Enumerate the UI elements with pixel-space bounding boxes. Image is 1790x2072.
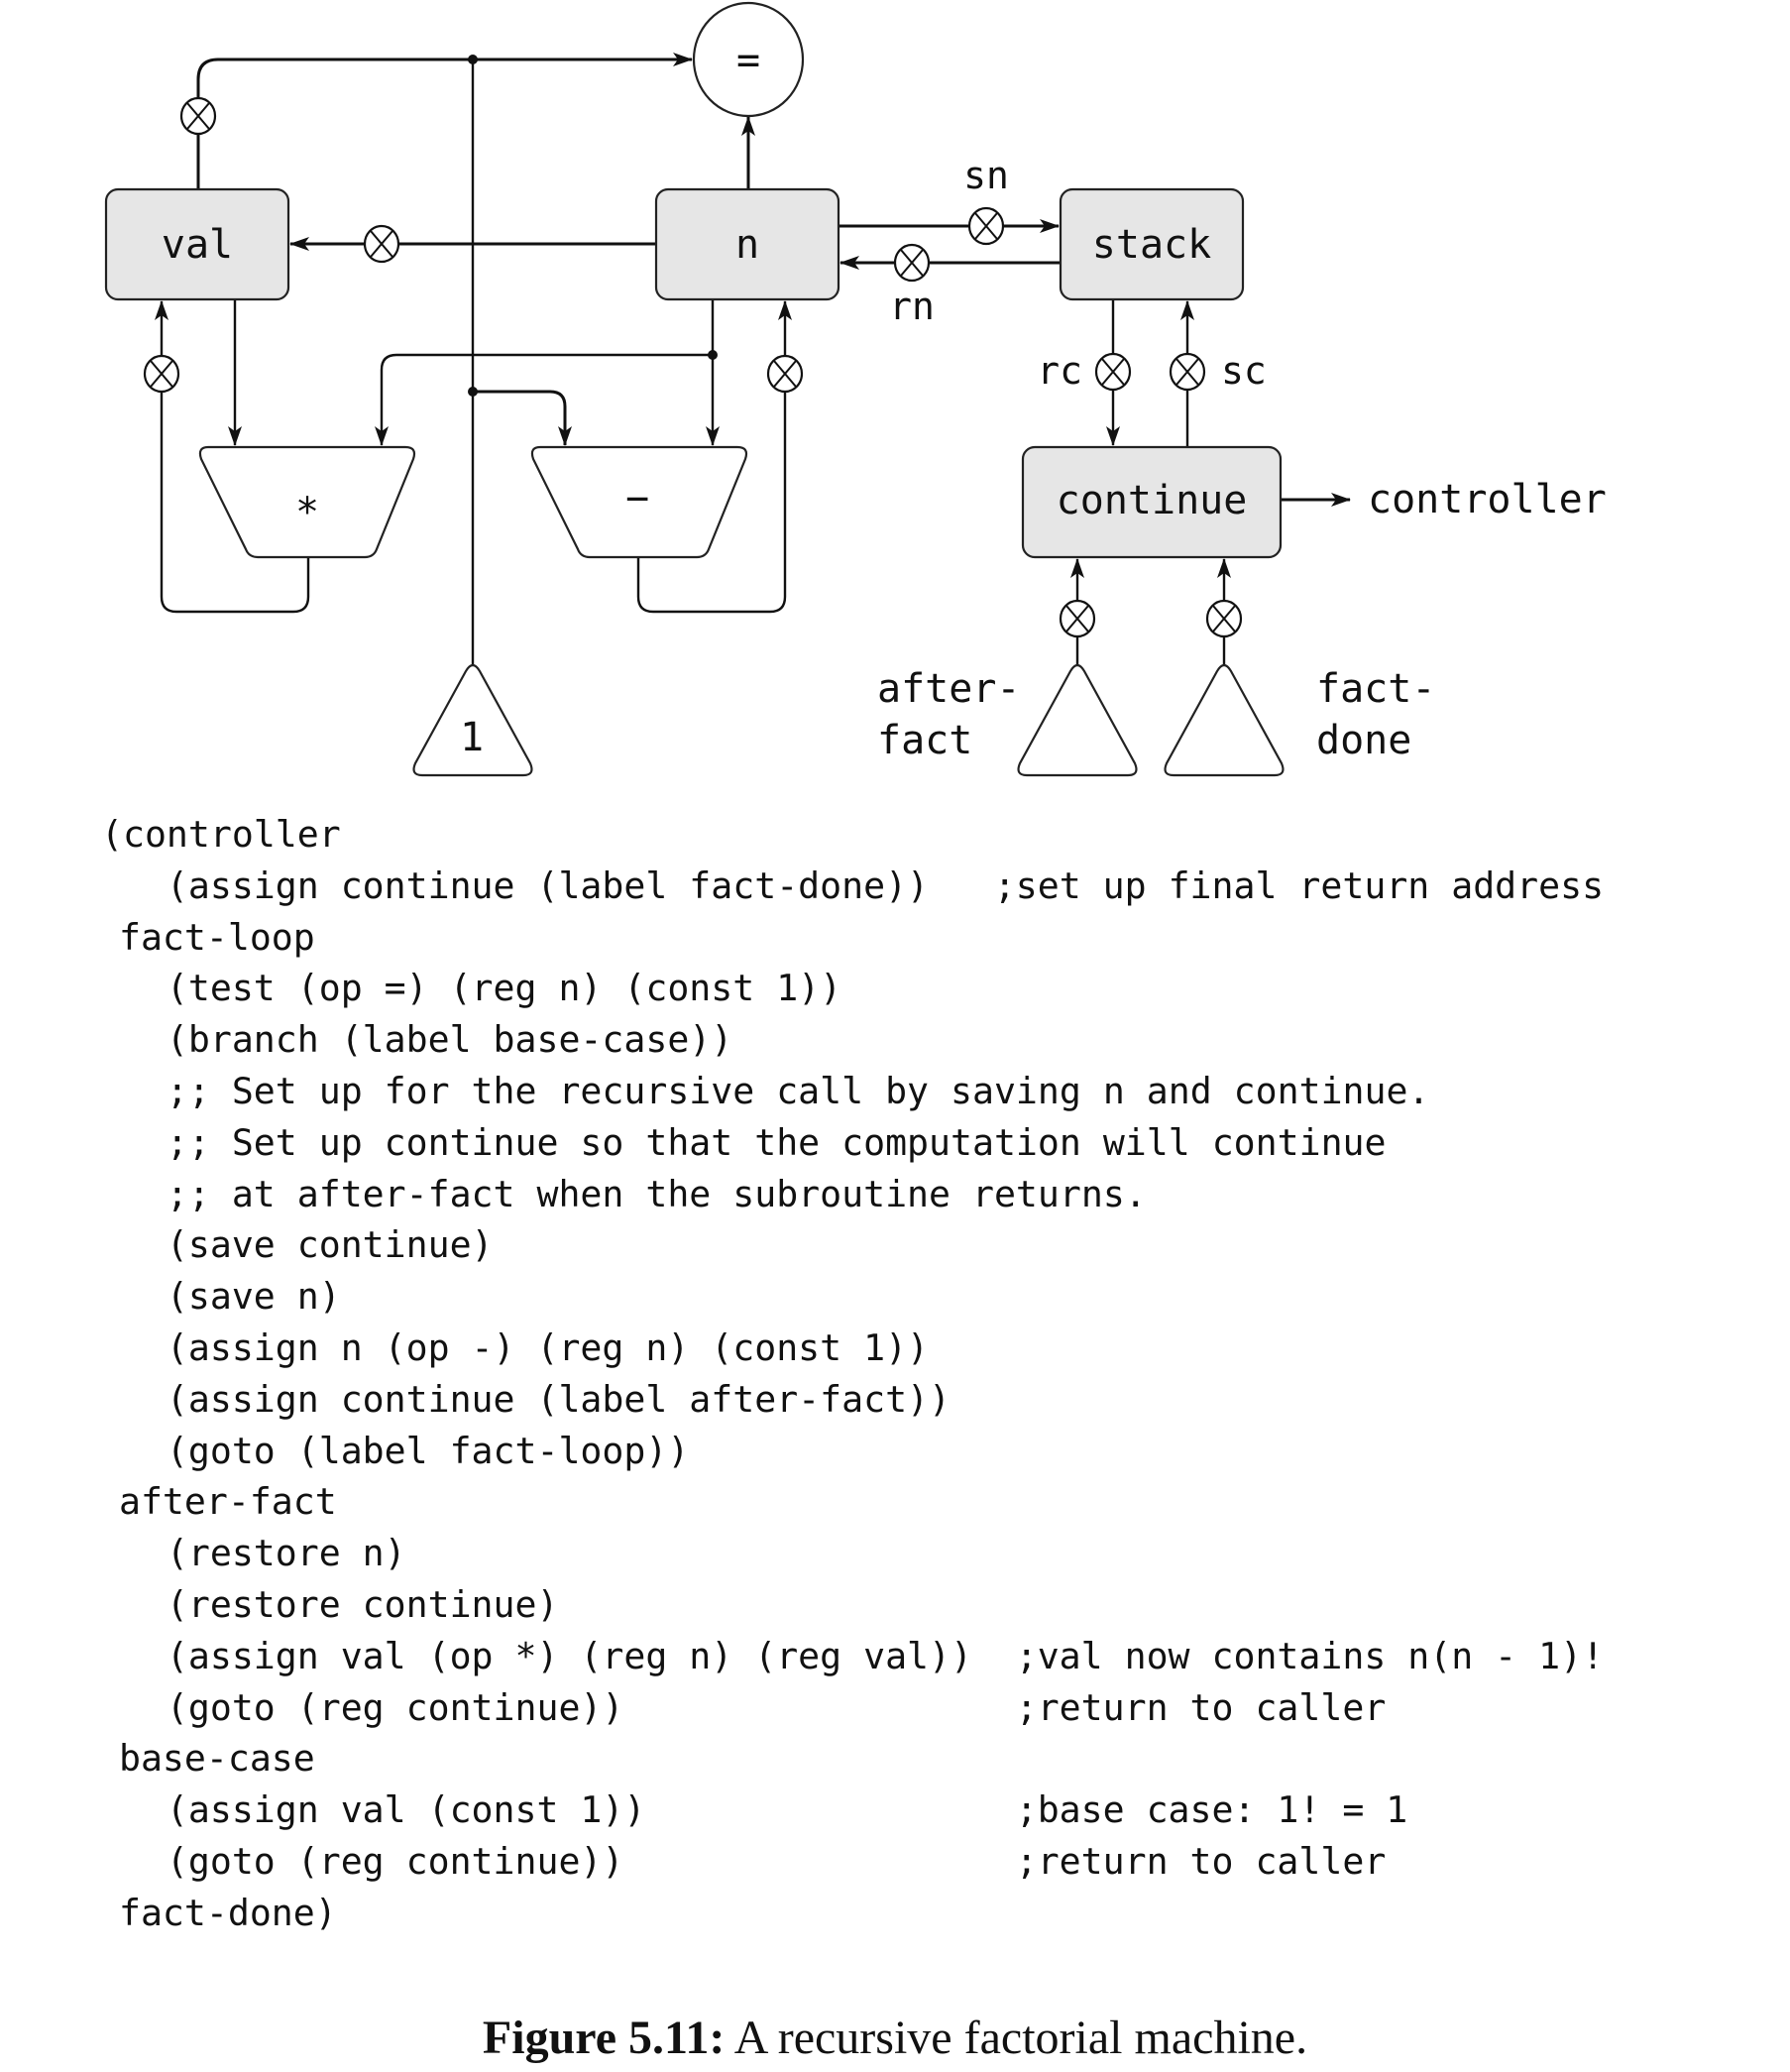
code-text: (branch (label base-case)) — [166, 1018, 733, 1062]
constant-fact-done — [1164, 663, 1285, 777]
code-text: fact-done) — [118, 1891, 337, 1934]
constant-after-fact — [1017, 663, 1138, 777]
button-rn-label: rn — [889, 285, 935, 328]
code-comment: ;return to caller — [1015, 1840, 1387, 1883]
constant-one-label: 1 — [460, 715, 484, 760]
register-n — [654, 187, 840, 301]
multiply-label: * — [295, 490, 319, 535]
button-sn[interactable] — [967, 206, 1005, 246]
button-assign-continue-fact-done[interactable] — [1205, 599, 1243, 638]
register-stack-label: stack — [1092, 222, 1211, 268]
button-rn[interactable] — [893, 243, 931, 283]
factorial-machine-diagram: = val n stack continue * − 1 after- fact… — [104, 1, 1607, 777]
code-text: ;; at after-fact when the subroutine ret… — [166, 1172, 1147, 1215]
code-comment: ;val now contains n(n - 1)! — [1015, 1634, 1605, 1677]
code-text: ;; Set up continue so that the computati… — [166, 1120, 1387, 1164]
code-text: (controller — [101, 813, 341, 856]
register-n-label: n — [735, 222, 759, 268]
junction-dot — [708, 350, 718, 360]
figure-caption-text: A recursive factorial machine. — [725, 2012, 1308, 2064]
junction-dot — [468, 55, 478, 64]
button-sc-label: sc — [1221, 349, 1267, 393]
button-assign-val-from-n[interactable] — [363, 224, 400, 264]
wire-n-to-multiply — [375, 353, 713, 446]
code-text: (goto (label fact-loop)) — [166, 1429, 690, 1472]
code-text: base-case — [118, 1737, 315, 1781]
register-val — [104, 187, 290, 301]
code-comment: ;base case: 1! = 1 — [1015, 1788, 1408, 1832]
code-text: fact-loop — [118, 915, 315, 959]
subtract-label: − — [625, 476, 649, 521]
register-stack — [1059, 187, 1245, 301]
multiply-op — [198, 445, 416, 559]
button-sn-label: sn — [963, 154, 1009, 197]
wire-subtract-to-n — [636, 300, 792, 614]
code-text: (test (op =) (reg n) (const 1)) — [166, 967, 842, 1010]
button-assign-val-from-n-top[interactable] — [179, 96, 217, 136]
constant-after-fact-label-line1: after- — [877, 666, 1021, 712]
figure-caption-label: Figure 5.11: — [482, 2012, 726, 2064]
button-sc[interactable] — [1169, 352, 1206, 392]
code-text: (assign val (const 1)) — [166, 1788, 646, 1832]
wire-multiply-to-val — [155, 300, 310, 614]
code-text: (restore continue) — [166, 1583, 559, 1626]
button-assign-n-from-subtract[interactable] — [766, 354, 804, 394]
code-text: (assign continue (label after-fact)) — [166, 1377, 951, 1421]
code-text: ;; Set up for the recursive call by savi… — [166, 1070, 1430, 1112]
register-continue — [1021, 445, 1283, 559]
figure-caption: Figure 5.11: A recursive factorial machi… — [0, 2011, 1790, 2065]
constant-after-fact-label-line2: fact — [877, 718, 972, 763]
code-text: (assign val (op *) (reg n) (reg val)) — [166, 1634, 972, 1677]
code-text: after-fact — [118, 1480, 337, 1524]
wire-one-to-subtract — [473, 390, 572, 446]
test-equal-label: = — [736, 38, 760, 83]
controller-output-label: controller — [1368, 477, 1607, 522]
code-text: (goto (reg continue)) — [166, 1840, 624, 1883]
button-assign-continue-after-fact[interactable] — [1059, 599, 1096, 638]
code-comment: ;return to caller — [1015, 1685, 1387, 1729]
wire-val-to-test — [196, 53, 693, 188]
button-rc-label: rc — [1037, 349, 1082, 393]
test-equal-op — [692, 1, 805, 118]
code-text: (restore n) — [166, 1532, 406, 1575]
subtract-op — [530, 445, 748, 559]
register-val-label: val — [162, 222, 233, 268]
constant-one — [412, 663, 533, 777]
code-text: (save continue) — [166, 1223, 494, 1267]
button-rc[interactable] — [1094, 352, 1132, 392]
constant-fact-done-label-line1: fact- — [1316, 666, 1435, 712]
code-text: (save n) — [166, 1275, 341, 1319]
code-text: (assign n (op -) (reg n) (const 1)) — [166, 1326, 930, 1369]
code-text: (assign continue (label fact-done)) — [166, 863, 930, 907]
register-continue-label: continue — [1057, 478, 1248, 523]
constant-fact-done-label-line2: done — [1316, 718, 1411, 763]
code-text: (goto (reg continue)) — [166, 1685, 624, 1729]
code-comment: ;set up final return address — [993, 863, 1605, 907]
button-assign-val-from-multiply[interactable] — [143, 354, 180, 394]
